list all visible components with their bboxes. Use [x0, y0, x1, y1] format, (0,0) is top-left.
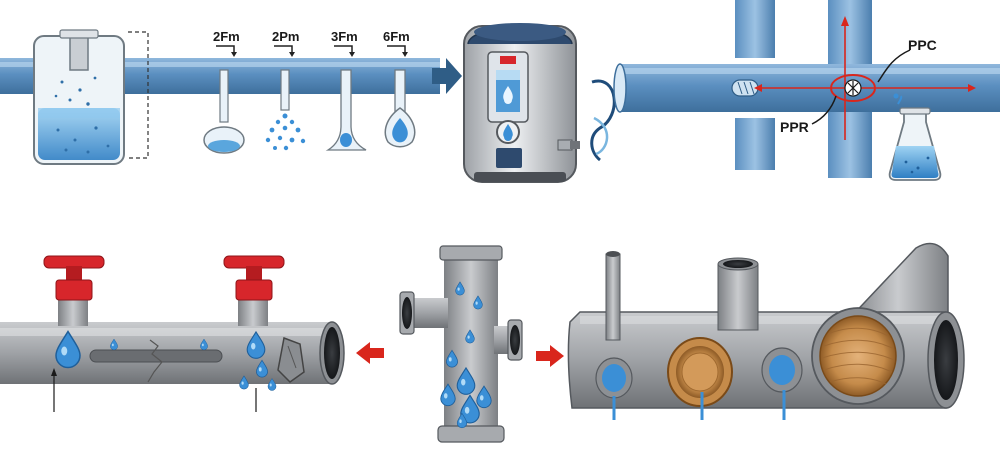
pipe-manifold	[567, 242, 965, 420]
flask-icon	[888, 93, 942, 181]
leak-patch-icon	[277, 336, 305, 383]
leaking-pipe	[0, 296, 345, 412]
fitting-label-1: 2Fm	[213, 29, 240, 44]
red-arrow-icon	[356, 342, 564, 367]
water-heater-icon	[463, 23, 616, 183]
ppr-label: PPR	[780, 119, 809, 135]
ppc-label: PPC	[908, 37, 937, 53]
fitting-label-3: 3Fm	[331, 29, 358, 44]
fitting-sample-4: 6Fm	[383, 29, 416, 148]
fitting-sample-3: 3Fm	[325, 29, 367, 151]
cross-fitting	[399, 245, 523, 443]
navy-arrow-icon	[432, 58, 462, 94]
fitting-sample-1: 2Fm	[203, 29, 245, 154]
beaker-icon	[33, 29, 149, 165]
valve-handle-icon	[43, 255, 285, 301]
fitting-label-4: 6Fm	[383, 29, 410, 44]
fitting-label-2: 2Pm	[272, 29, 299, 44]
fitting-sample-2: 2Pm	[265, 29, 306, 151]
pipe-junction: PPC PPR	[613, 0, 1000, 178]
